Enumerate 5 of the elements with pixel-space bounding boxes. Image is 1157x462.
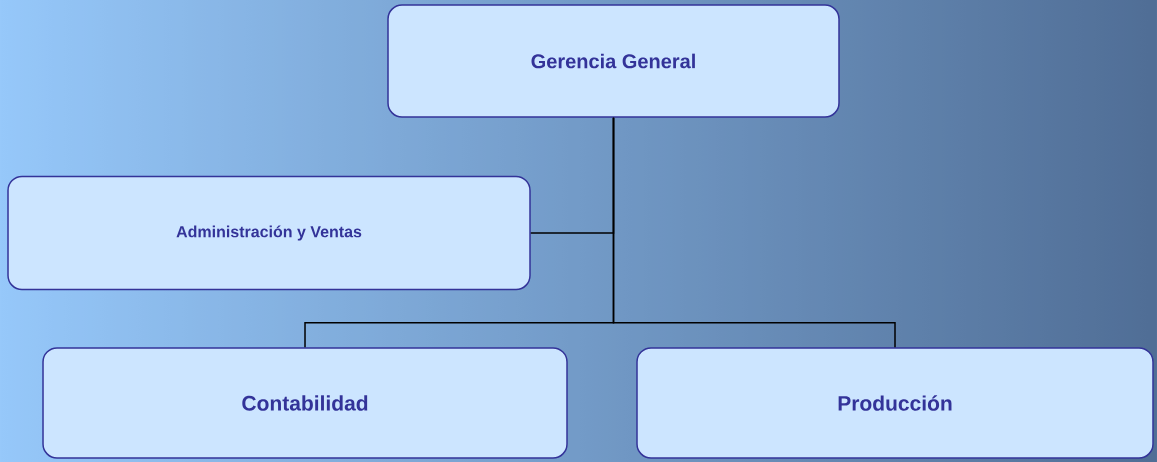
org-box: Contabilidad	[42, 347, 568, 459]
org-box: Gerencia General	[387, 4, 840, 118]
org-box: Administración y Ventas	[7, 175, 531, 291]
org-box: Producción	[636, 347, 1154, 459]
connector-line	[612, 117, 896, 348]
